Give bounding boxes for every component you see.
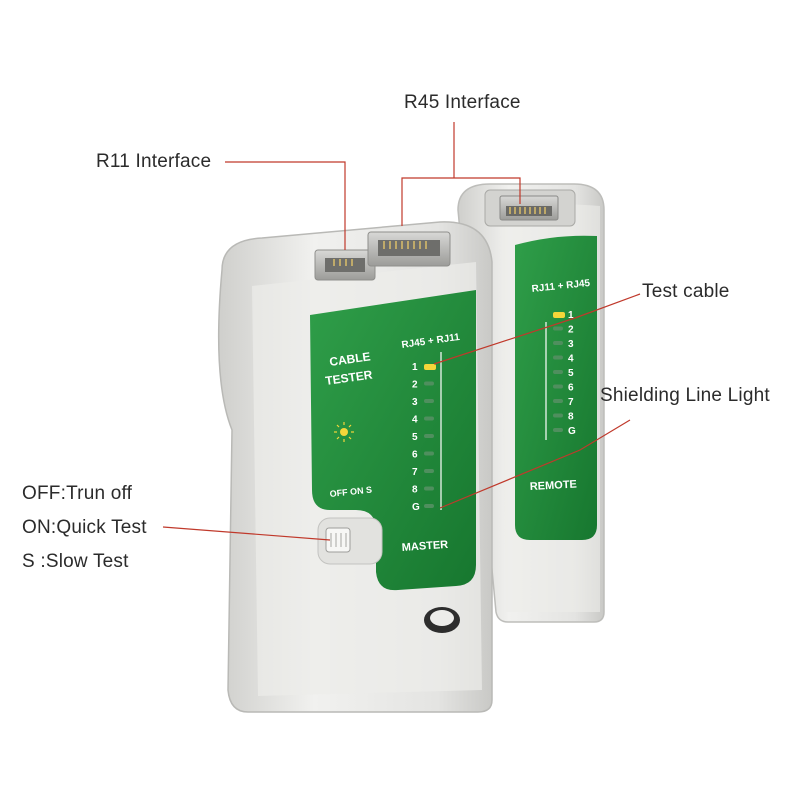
remote-led-icon [553,355,563,360]
master-bottom-button[interactable] [424,607,460,633]
remote-rj45-port [484,189,576,227]
test-cable-callout: Test cable [642,281,730,302]
remote-light-label: 7 [568,397,574,408]
slow-mode-callout: S :Slow Test [22,551,129,572]
mode-switch[interactable] [317,517,383,565]
master-led-icon [424,434,434,438]
remote-light-label: 8 [568,412,574,423]
remote-light-label: G [568,426,576,437]
master-led-icon [424,364,436,370]
master-led-icon [424,381,434,386]
master-led-icon [424,416,434,421]
master-light-label: 2 [412,380,418,391]
master-light-label: 7 [412,467,418,478]
remote-light-label: 4 [568,354,574,365]
remote-led-icon [553,399,563,403]
master-led-icon [424,469,434,473]
off-mode-callout: OFF:Trun off [22,483,133,504]
r11-interface-callout: R11 Interface [96,151,212,172]
master-led-icon [424,399,434,403]
remote-led-icon [553,428,563,432]
remote-led-icon [553,413,563,418]
test-cable-master-line [433,317,576,365]
master-light-label: 8 [412,485,418,496]
master-led-icon [424,451,434,456]
remote-light-label: 1 [568,310,574,321]
switch-callout-line [162,526,331,541]
remote-led-icon [553,370,563,374]
master-light-label: 1 [412,362,418,373]
master-light-label: 6 [412,450,418,461]
master-light-label: 3 [412,397,418,408]
remote-led-icon [553,341,563,345]
on-mode-callout: ON:Quick Test [22,517,147,538]
remote-light-label: 6 [568,383,574,394]
remote-led-icon [553,326,563,331]
remote-led-icon [553,312,565,318]
master-lights: 1 2 3 4 5 6 7 8G [412,362,436,513]
master-led-icon [424,486,434,491]
master-title-line2: TESTER [324,367,373,387]
shielding-line-light-callout: Shielding Line Light [600,385,770,406]
r45-bracket-line [401,177,521,226]
remote-led-icon [553,384,563,389]
master-light-label: 5 [412,432,418,443]
shielding-callout-line [439,419,631,509]
switch-label: OFF ON S [329,485,372,499]
test-cable-callout-line [574,293,641,319]
master-rj45-port [367,231,451,267]
power-led-icon [334,422,354,442]
callout-lines [162,122,641,541]
remote-lights: 1 2 3 4 5 6 7 8G [553,310,576,437]
r45-interface-callout: R45 Interface [404,92,521,113]
master-rj11-port [314,249,376,281]
remote-light-label: 3 [568,339,574,350]
master-light-label: G [412,502,420,513]
r11-callout-line [225,161,346,250]
remote-name: REMOTE [530,479,578,493]
remote-light-label: 5 [568,368,574,379]
master-name: MASTER [401,539,448,554]
remote-light-label: 2 [568,325,574,336]
master-light-label: 4 [412,415,418,426]
master-led-icon [424,504,434,508]
master-title-line1: CABLE [328,349,371,369]
